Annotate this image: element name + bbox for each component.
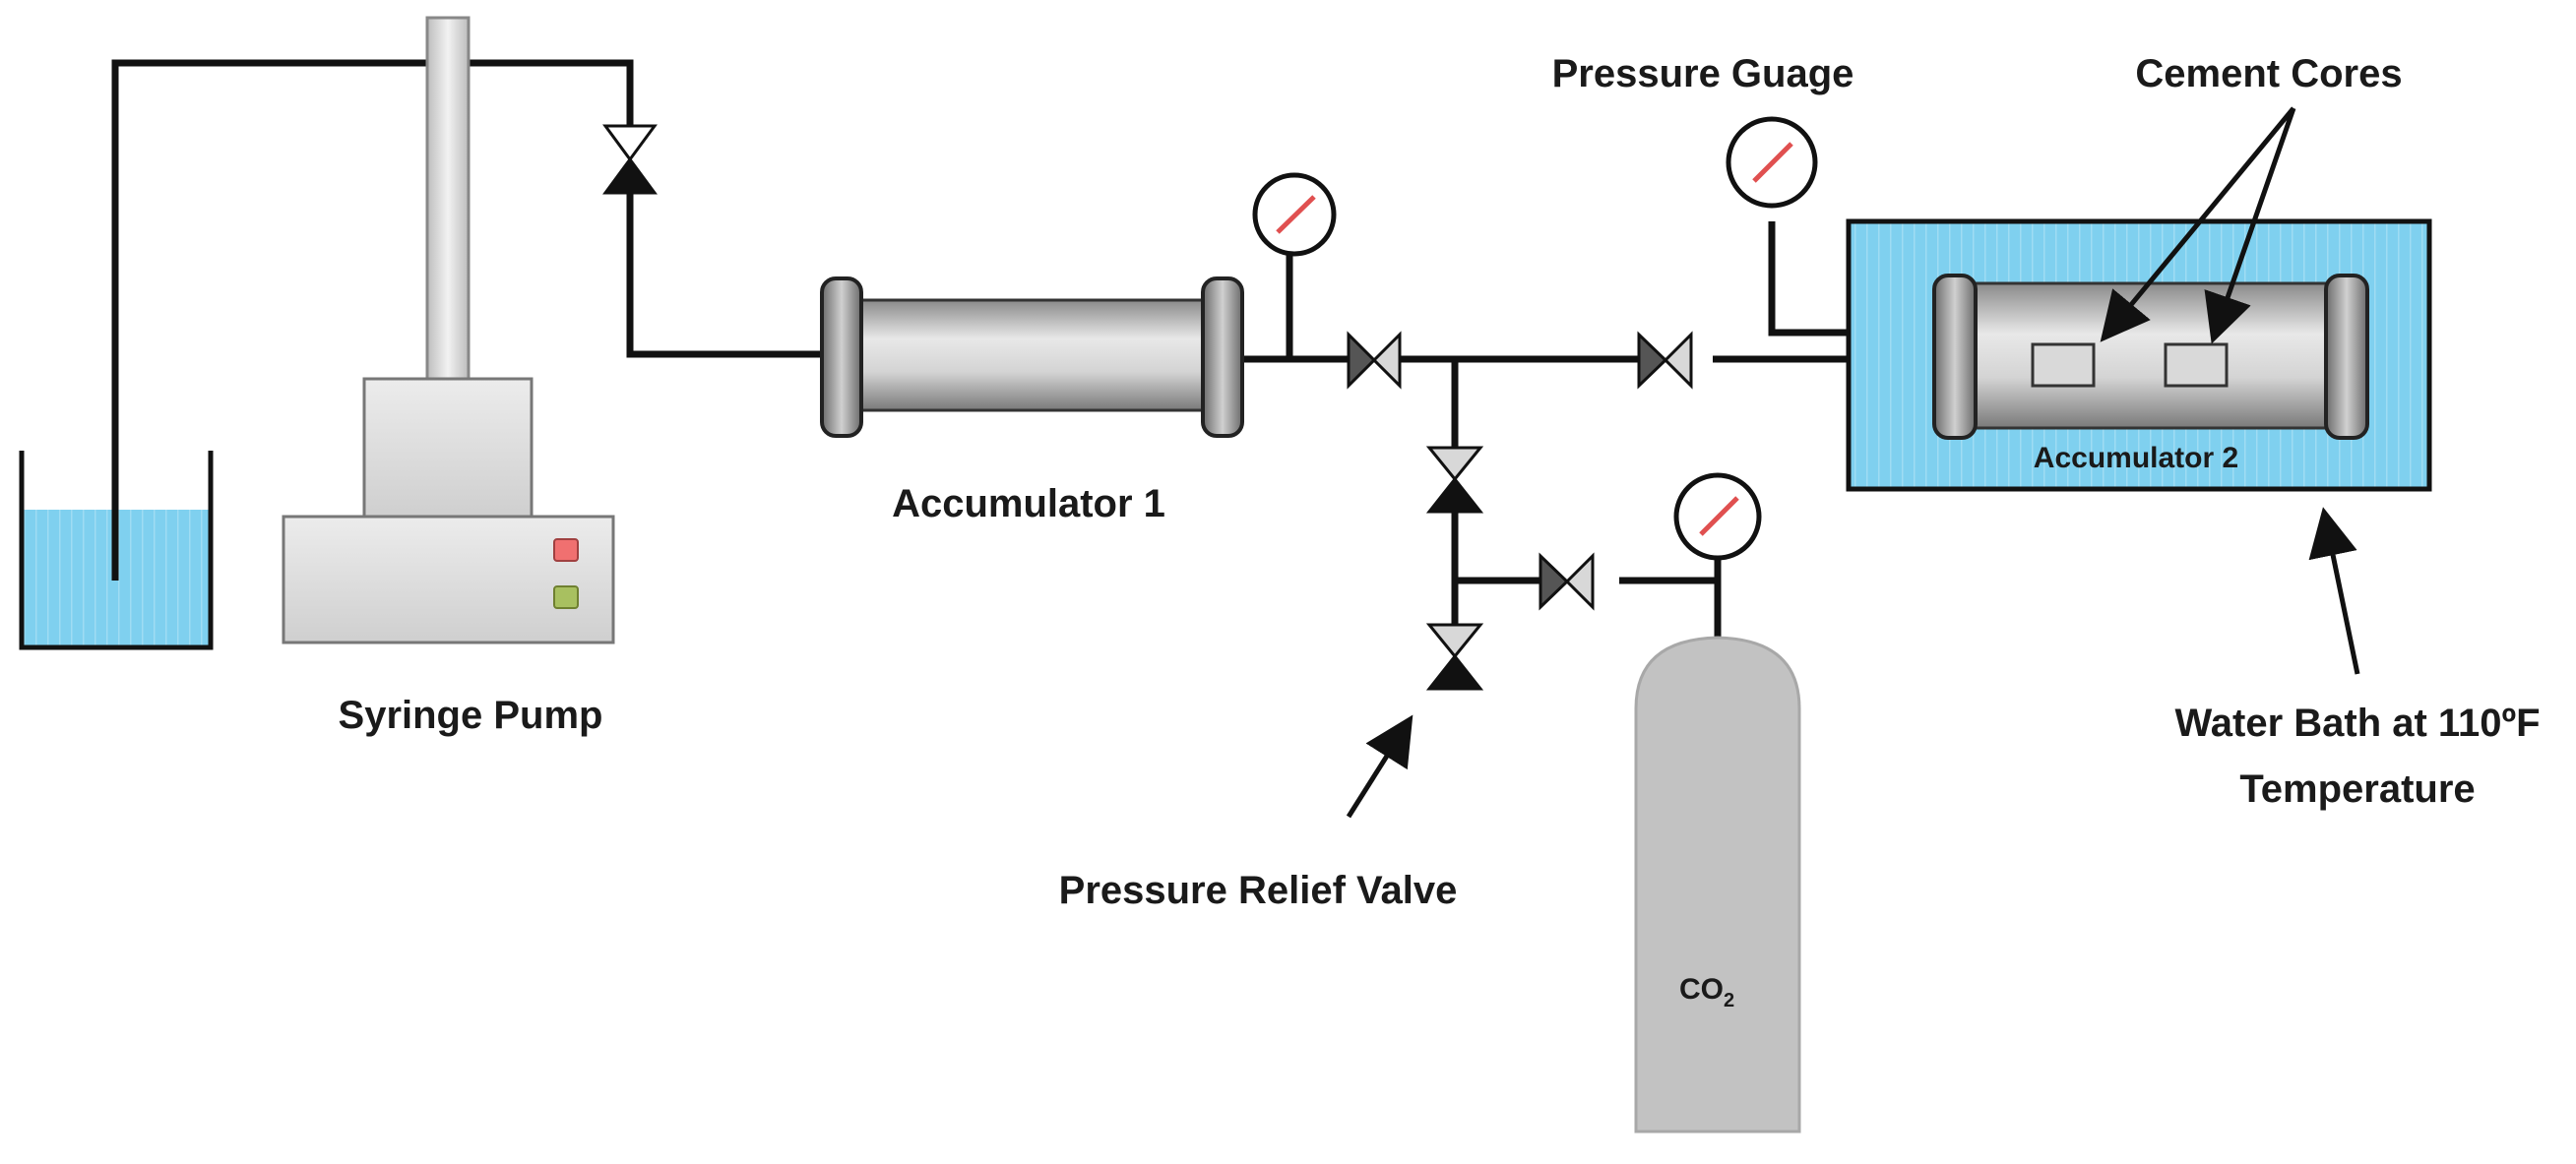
cement-core-1: [2031, 342, 2096, 388]
cement-core-2: [2164, 342, 2229, 388]
syringe-piston: [425, 16, 471, 382]
pump-red-button: [553, 538, 579, 562]
syringe-pump: [282, 16, 615, 644]
pressure-relief-valve-label: Pressure Relief Valve: [1059, 869, 1458, 912]
accumulator-1-body: [843, 298, 1221, 412]
accumulator-1: [820, 276, 1244, 438]
co2-label: CO2: [1679, 973, 1734, 1011]
valve-pump-line: [602, 124, 658, 195]
gauge-3-needle: [1699, 496, 1739, 536]
water-bath-label-line-2: Temperature: [2239, 767, 2475, 811]
valve-acc2-left: [1637, 331, 1668, 390]
pump-base: [282, 515, 615, 644]
pressure-gauge-3: [1673, 472, 1762, 561]
valve-co2-left: [1539, 552, 1570, 611]
valve-after-accumulator-1: [1347, 331, 1402, 390]
valve-pump-line-bottom: [602, 156, 658, 195]
syringe-pump-label: Syringe Pump: [339, 694, 603, 737]
pump-green-button: [553, 585, 579, 609]
accumulator-2-right-cap: [2324, 274, 2369, 440]
valve-before-accumulator-2: [1637, 331, 1693, 390]
gauge-2-needle: [1752, 142, 1793, 183]
pressure-gauge-1: [1252, 172, 1337, 257]
co2-label-subscript: 2: [1724, 990, 1734, 1011]
accumulator-1-left-cap: [820, 276, 863, 438]
valve-relief-upper: [1425, 446, 1484, 514]
co2-cylinder: [1634, 636, 1801, 1133]
valve-relief-upper-bottom: [1425, 476, 1484, 514]
beaker-outline: [19, 451, 214, 650]
arrow-cement-core-1: [2100, 106, 2295, 342]
water-bath: [1846, 218, 2432, 492]
arrow-water-bath: [2308, 507, 2360, 675]
co2-cylinder-body: [1634, 636, 1801, 1133]
relief-valve-top: [1425, 623, 1484, 659]
arrow-pressure-relief-valve: [1346, 714, 1414, 819]
accumulator-1-right-cap: [1201, 276, 1244, 438]
accumulator-2-body: [1957, 281, 2345, 430]
valve-acc1-left: [1347, 331, 1377, 390]
valve-co2-line: [1539, 552, 1595, 611]
relief-valve-bottom: [1425, 653, 1484, 691]
pressure-relief-valve: [1425, 623, 1484, 691]
accumulator-2-label: Accumulator 2: [2034, 442, 2238, 474]
valve-acc2-right: [1663, 331, 1693, 390]
arrow-cement-core-2: [2204, 107, 2296, 344]
valve-pump-line-top: [602, 124, 658, 162]
cement-cores-label: Cement Cores: [2135, 52, 2402, 95]
annotation-arrows: [1346, 106, 2360, 819]
pump-upper-housing: [362, 377, 534, 519]
pipe-valve-to-accumulator1: [626, 193, 827, 358]
valve-co2-right: [1564, 552, 1595, 611]
co2-label-main: CO: [1679, 973, 1724, 1006]
gauge-1-needle: [1276, 195, 1316, 234]
pipe-reservoir-to-valve: [111, 59, 634, 581]
accumulator-1-label: Accumulator 1: [892, 482, 1165, 525]
pressure-gauge-label: Pressure Guage: [1552, 52, 1854, 95]
valve-relief-upper-top: [1425, 446, 1484, 482]
water-bath-label-line-1: Water Bath at 110ºF: [2174, 702, 2540, 745]
valve-acc1-right: [1371, 331, 1402, 390]
pressure-gauge-2: [1726, 116, 1818, 209]
accumulator-2-left-cap: [1932, 274, 1978, 440]
